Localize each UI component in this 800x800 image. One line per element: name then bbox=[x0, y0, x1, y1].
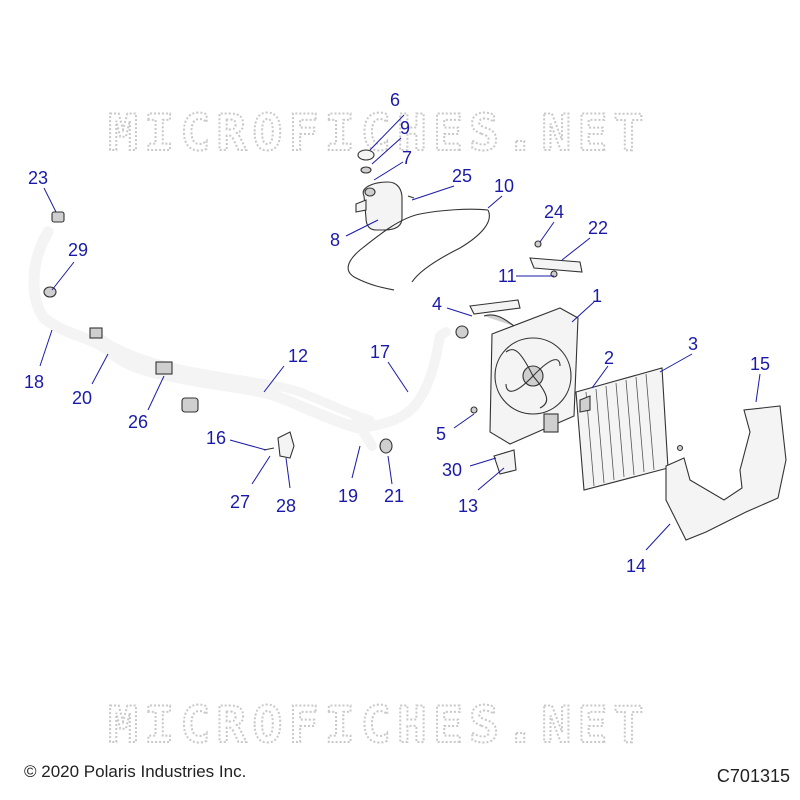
callout-11: 11 bbox=[498, 266, 517, 286]
callout-14: 14 bbox=[626, 556, 646, 576]
copyright-notice: © 2020 Polaris Industries Inc. bbox=[24, 762, 247, 781]
callout-4: 4 bbox=[432, 294, 442, 314]
watermark-top: MICROFICHES.NET bbox=[108, 104, 650, 162]
leader-lines bbox=[39, 114, 761, 551]
coolant-hose-assembly bbox=[28, 211, 469, 459]
callout-2: 2 bbox=[604, 348, 614, 368]
callout-30: 30 bbox=[442, 460, 462, 480]
callout-12: 12 bbox=[288, 346, 308, 366]
callout-numbers: 6 9 7 8 25 10 24 22 11 4 1 2 3 15 5 30 1… bbox=[24, 90, 770, 576]
callout-23: 23 bbox=[28, 168, 48, 188]
callout-24: 24 bbox=[544, 202, 564, 222]
callout-10: 10 bbox=[494, 176, 514, 196]
callout-17: 17 bbox=[370, 342, 390, 362]
callout-6: 6 bbox=[390, 90, 400, 110]
callout-9: 9 bbox=[400, 118, 410, 138]
callout-15: 15 bbox=[750, 354, 770, 374]
callout-18: 18 bbox=[24, 372, 44, 392]
callout-1: 1 bbox=[592, 286, 602, 306]
callout-19: 19 bbox=[338, 486, 358, 506]
callout-3: 3 bbox=[688, 334, 698, 354]
diagram-code: C701315 bbox=[716, 766, 790, 786]
callout-7: 7 bbox=[402, 148, 412, 168]
callout-5: 5 bbox=[436, 424, 446, 444]
radiator-shield bbox=[665, 405, 787, 541]
callout-13: 13 bbox=[458, 496, 478, 516]
callout-27: 27 bbox=[230, 492, 250, 512]
callout-26: 26 bbox=[128, 412, 148, 432]
coolant-reservoir bbox=[347, 149, 490, 291]
radiator bbox=[575, 367, 669, 491]
callout-25: 25 bbox=[452, 166, 472, 186]
callout-8: 8 bbox=[330, 230, 340, 250]
fan-shroud-assembly bbox=[469, 240, 583, 475]
callout-28: 28 bbox=[276, 496, 296, 516]
callout-21: 21 bbox=[384, 486, 404, 506]
callout-20: 20 bbox=[72, 388, 92, 408]
watermark-bottom: MICROFICHES.NET bbox=[108, 696, 650, 754]
callout-16: 16 bbox=[206, 428, 226, 448]
callout-29: 29 bbox=[68, 240, 88, 260]
callout-22: 22 bbox=[588, 218, 608, 238]
